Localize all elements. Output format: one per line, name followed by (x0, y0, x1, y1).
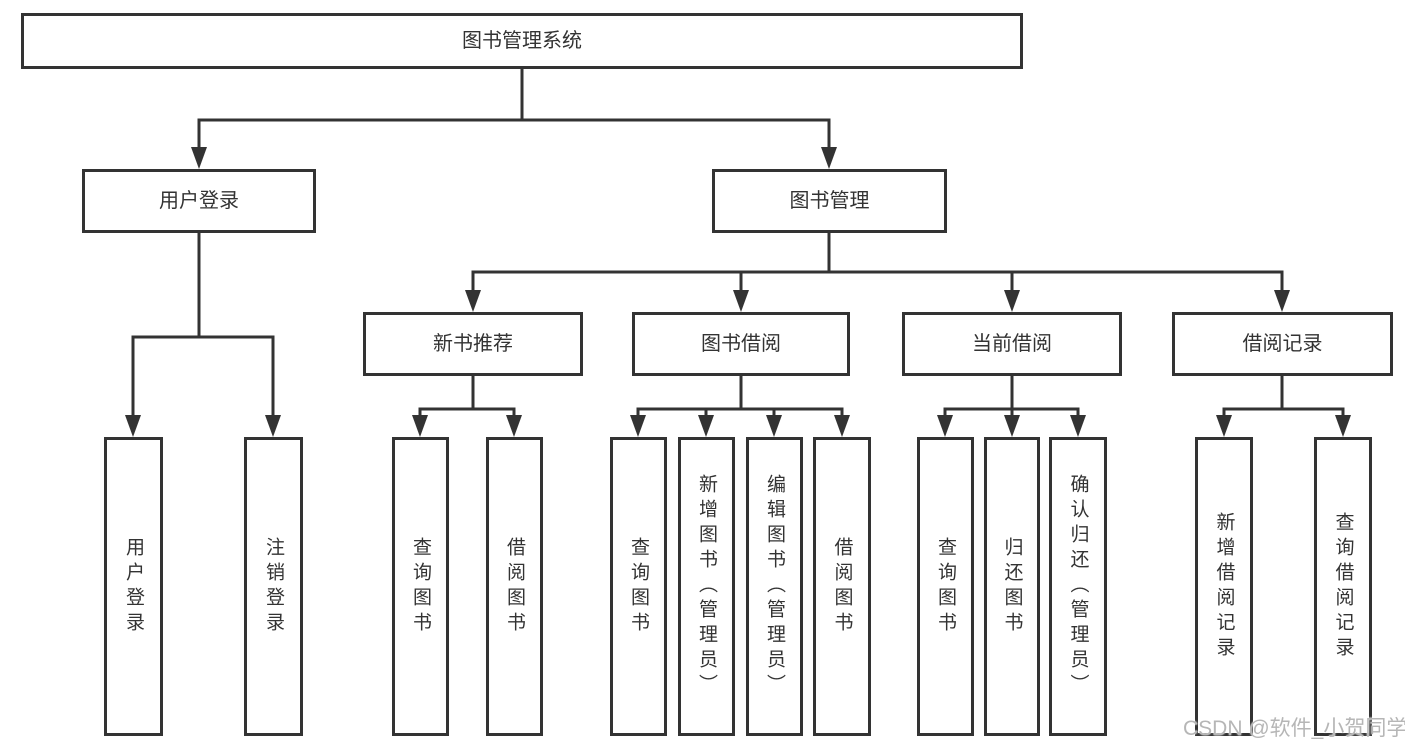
leaf-add-borrow-record: 新增借阅记录 (1195, 437, 1253, 736)
node-new-book-recommend: 新书推荐 (363, 312, 583, 376)
leaf-borrow-books-recommend: 借阅图书 (486, 437, 543, 736)
csdn-watermark: CSDN @软件_小贺同学 (1183, 717, 1405, 740)
node-book-management: 图书管理 (712, 169, 947, 233)
leaf-confirm-return-admin: 确认归还（管理员） (1049, 437, 1107, 736)
node-user-login: 用户登录 (82, 169, 316, 233)
leaf-logout: 注销登录 (244, 437, 303, 736)
leaf-borrow-books-borrow: 借阅图书 (813, 437, 871, 736)
leaf-query-books-recommend: 查询图书 (392, 437, 449, 736)
leaf-add-books-admin: 新增图书（管理员） (678, 437, 735, 736)
leaf-query-books-current: 查询图书 (917, 437, 974, 736)
leaf-return-books: 归还图书 (984, 437, 1040, 736)
leaf-query-borrow-record: 查询借阅记录 (1314, 437, 1372, 736)
leaf-edit-books-admin: 编辑图书（管理员） (746, 437, 803, 736)
node-borrow-records: 借阅记录 (1172, 312, 1393, 376)
node-library-management-system: 图书管理系统 (21, 13, 1023, 69)
leaf-user-login: 用户登录 (104, 437, 163, 736)
node-book-borrow: 图书借阅 (632, 312, 850, 376)
leaf-query-books-borrow: 查询图书 (610, 437, 667, 736)
node-current-borrow: 当前借阅 (902, 312, 1122, 376)
